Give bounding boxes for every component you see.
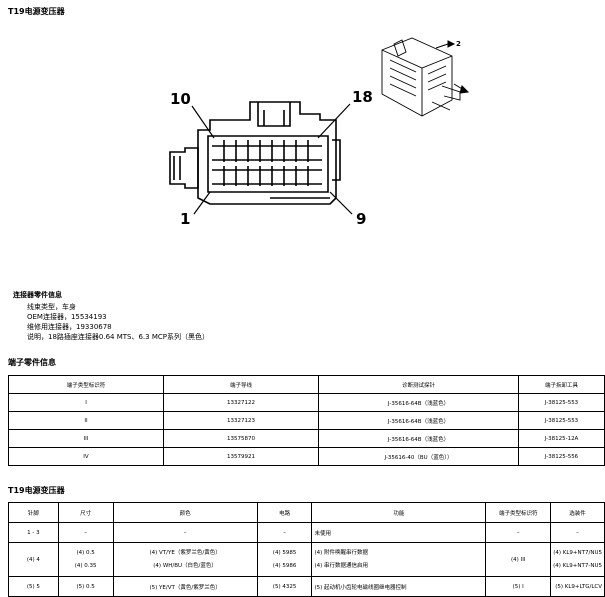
table-row: (4) 4 (4) 0.5(4) 0.35 (4) VT/YE（紫罗兰色/黄色）… <box>8 542 605 577</box>
terminal-table: 端子类型标识符 端子导线 诊断测试探针 端子拆卸工具 I 13327122 J-… <box>8 375 605 466</box>
connector-info-heading: 连接器零件信息 <box>13 291 62 299</box>
terminal-table-header: 端子类型标识符 端子导线 诊断测试探针 端子拆卸工具 <box>8 375 605 394</box>
table-row: 1 - 3 – – – 未使用 – – <box>8 522 605 543</box>
oem-connector-line: OEM连接器，15534193 <box>27 313 107 321</box>
col-pin: 针脚 <box>8 502 59 523</box>
description-line: 说明，18路插座连接器0.64 MTS、6.3 MCP系列（黑色） <box>27 333 209 341</box>
harness-type-line: 线束类型，车身 <box>27 303 76 311</box>
col-option: 选装件 <box>550 502 605 523</box>
col-test-probe: 诊断测试探针 <box>318 375 519 394</box>
col-size: 尺寸 <box>57 502 114 523</box>
col-function: 功能 <box>311 502 487 523</box>
table-row: (5) 5 (5) 0.5 (5) YE/VT（黄色/紫罗兰色） (5) 432… <box>8 576 605 597</box>
table-row: II 13327123 J-35616-64B（浅蓝色） J-38125-553 <box>8 411 605 430</box>
pinout-heading: T19电源变压器 <box>8 486 65 495</box>
terminal-info-heading: 端子零件信息 <box>8 358 56 367</box>
table-row: III 13575870 J-35616-64B（浅蓝色） J-38125-12… <box>8 429 605 448</box>
col-terminal-id: 端子类型标识符 <box>485 502 552 523</box>
connector-diagram: 10 18 1 9 <box>169 88 373 228</box>
service-connector-line: 维修用连接器，19330678 <box>27 323 112 331</box>
page-title: T19电源变压器 <box>8 7 65 16</box>
pin-label-10: 10 <box>170 90 191 108</box>
col-removal-tool: 端子拆卸工具 <box>518 375 605 394</box>
connector-3d-illustration: 2 <box>381 37 470 117</box>
pin-label-9: 9 <box>356 210 366 228</box>
table-row: I 13327122 J-35616-64B（浅蓝色） J-38125-553 <box>8 393 605 412</box>
col-terminal-wire: 端子导线 <box>163 375 319 394</box>
pinout-table-header: 针脚 尺寸 颜色 电路 功能 端子类型标识符 选装件 <box>8 502 605 523</box>
table-row: IV 13579921 J-35616-40（BU（蓝色）） J-38125-5… <box>8 447 605 466</box>
pin-label-18: 18 <box>352 88 373 106</box>
arrow-label-2: 2 <box>456 40 461 48</box>
connector-info: 连接器零件信息 线束类型，车身 OEM连接器，15534193 维修用连接器，1… <box>13 290 209 342</box>
col-terminal-type: 端子类型标识符 <box>8 375 164 394</box>
col-color: 颜色 <box>112 502 258 523</box>
pinout-table: 针脚 尺寸 颜色 电路 功能 端子类型标识符 选装件 1 - 3 – – – 未… <box>8 502 605 597</box>
pin-label-1: 1 <box>180 210 190 228</box>
col-circuit: 电路 <box>256 502 313 523</box>
